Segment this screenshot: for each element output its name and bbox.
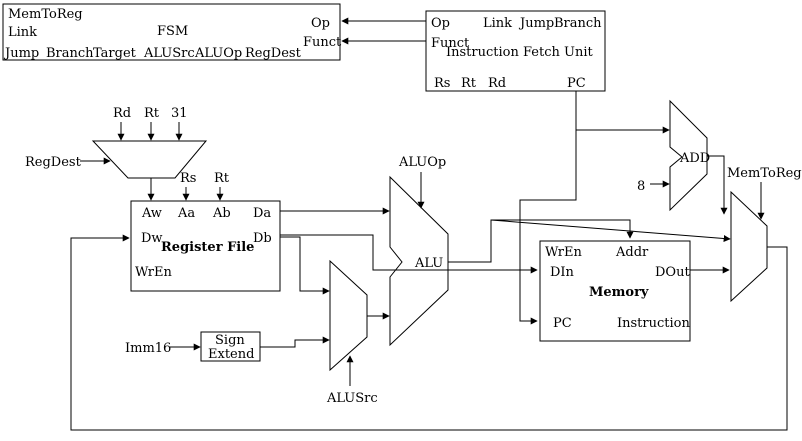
memtoreg-select-label: MemToReg (727, 166, 802, 181)
ifu-out-rd: Rd (488, 76, 506, 91)
register-file-title: Register File (161, 240, 254, 255)
db-to-din-wire (280, 234, 538, 274)
regdest-mux-in-31: 31 (171, 106, 188, 121)
adder-const-label: 8 (637, 179, 645, 194)
adder-to-memtoreg-wire (707, 155, 728, 215)
regdest-mux-in-rd: Rd (113, 106, 131, 121)
signext-to-alusrc-wire (260, 336, 330, 348)
rf-port-da: Da (253, 206, 271, 221)
mem-port-pc: PC (553, 316, 572, 331)
memory-title: Memory (589, 285, 649, 300)
fsm-out-link: Link (8, 25, 37, 40)
sign-extend-line2: Extend (208, 347, 254, 362)
alusrc-mux: ALUSrc (326, 259, 378, 406)
rf-in-rs: Rs (180, 171, 196, 186)
ifu-in-branch: Branch (554, 16, 602, 31)
regdest-mux: Rd Rt 31 RegDest (25, 106, 208, 179)
instruction-fetch-unit: Instruction Fetch Unit Op Funct Link Jum… (425, 10, 606, 92)
fsm-out-alusrc: ALUSrc (143, 46, 195, 61)
rf-port-wren: WrEn (135, 265, 172, 280)
ifu-title: Instruction Fetch Unit (446, 45, 593, 60)
register-file: Register File Aw Aa Ab Da Dw Db WrEn Rs … (130, 171, 281, 292)
db-to-alusrc-wire (280, 236, 330, 295)
rf-port-aa: Aa (177, 206, 195, 221)
rf-port-aw: Aw (141, 206, 162, 221)
sign-extend: Sign Extend Imm16 (125, 331, 261, 362)
alu: ALU ALUOp (389, 155, 449, 347)
imm16-label: Imm16 (125, 341, 171, 356)
alu-to-memtoreg-wire (490, 219, 731, 242)
fsm-in-funct: Funct (303, 35, 342, 50)
ifu-out-pc: PC (567, 76, 586, 91)
ifu-out-rt: Rt (461, 76, 477, 91)
ifu-out-funct: Funct (431, 36, 470, 51)
mem-port-din: DIn (550, 265, 575, 280)
ifu-out-op: Op (431, 16, 450, 31)
fsm-title: FSM (157, 24, 188, 39)
regdest-select-label: RegDest (25, 155, 82, 170)
mem-port-wren: WrEn (545, 245, 582, 260)
rf-port-db: Db (253, 231, 272, 246)
ifu-in-jump: Jump (518, 16, 554, 31)
rf-port-dw: Dw (141, 231, 163, 246)
fsm-out-jump: Jump (3, 46, 39, 61)
fsm-out-branch: Branch (46, 46, 94, 61)
fsm-out-target: Target (93, 46, 137, 61)
fsm-block: FSM MemToReg Link Jump Branch Target ALU… (2, 3, 342, 61)
writeback-wire (70, 234, 788, 431)
sign-extend-line1: Sign (215, 333, 245, 348)
mem-port-addr: Addr (615, 245, 649, 260)
memtoreg-mux: MemToReg (727, 166, 802, 303)
pc-to-memory-wire (519, 91, 577, 325)
fsm-out-regdest: RegDest (245, 46, 302, 61)
pc-adder: ADD 8 (637, 99, 710, 212)
aluop-label: ALUOp (398, 155, 446, 170)
alusrc-select-label: ALUSrc (326, 391, 378, 406)
fsm-in-op: Op (311, 16, 330, 31)
ifu-out-rs: Rs (434, 76, 450, 91)
rf-port-ab: Ab (212, 206, 231, 221)
memory: Memory WrEn Addr DIn DOut PC Instruction (539, 240, 691, 342)
mem-port-dout: DOut (655, 265, 690, 280)
adder-label: ADD (679, 151, 710, 166)
fsm-out-memtoreg: MemToReg (8, 7, 83, 22)
regdest-mux-in-rt: Rt (144, 106, 160, 121)
rf-in-rt: Rt (214, 171, 230, 186)
fsm-out-aluop: ALUOp (194, 46, 242, 61)
mem-port-instruction: Instruction (617, 316, 690, 331)
ifu-in-link: Link (483, 16, 512, 31)
alu-label: ALU (414, 256, 443, 271)
